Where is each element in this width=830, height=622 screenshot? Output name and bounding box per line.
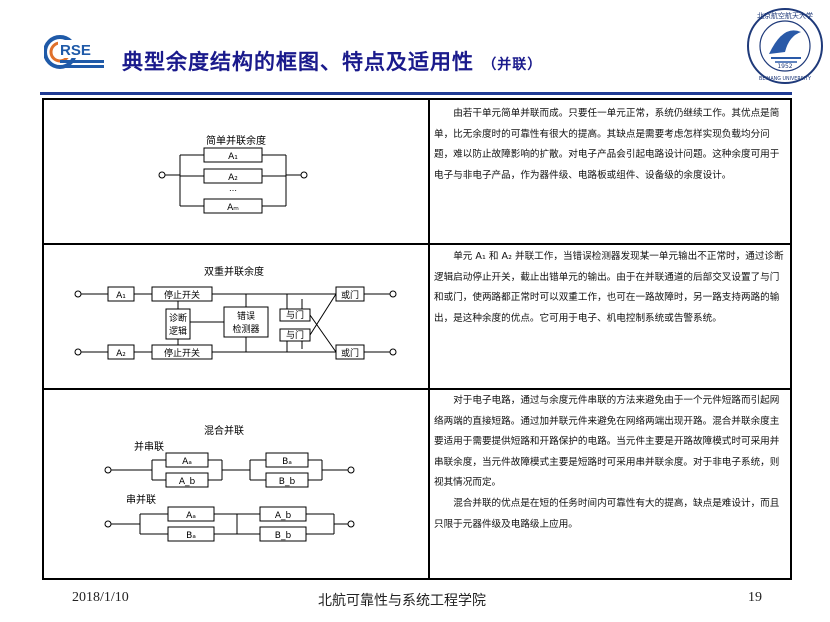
seal-en-text: BEIHANG UNIVERSITY (759, 76, 811, 82)
title-suffix: （并联） (482, 57, 543, 73)
diagram-title: 简单并联余度 (206, 134, 266, 147)
block-am: Aₘ (227, 203, 239, 213)
dual-parallel-description: 单元 A₁ 和 A₂ 并联工作，当错误检测器发现某一单元输出不正常时，通过诊断逻… (434, 247, 786, 329)
error-detector-line1: 错误 (237, 310, 255, 322)
row-divider-2 (44, 388, 790, 390)
seal-year: 1952 (777, 63, 792, 70)
parallel-series-label: 并串联 (134, 440, 164, 453)
slide-header: RSE 典型余度结构的框图、特点及适用性 （并联） 1952 北京航空航天大学 … (0, 0, 830, 100)
footer-date: 2018/1/10 (72, 590, 129, 605)
header-rule (40, 92, 792, 95)
slide-title: 典型余度结构的框图、特点及适用性 （并联） (122, 46, 542, 76)
hybrid-parallel-diagram: 混合并联 并串联 Aₐ A_b Bₐ B_b 串并联 (104, 424, 355, 542)
rse-logo-text: RSE (60, 42, 91, 59)
or-gate-top: 或门 (341, 289, 359, 301)
diagram-title: 混合并联 (204, 424, 244, 437)
block-ba-2: Bₐ (186, 531, 196, 541)
block-aa-2: Aₐ (186, 511, 196, 521)
dual-parallel-diagram: 双重并联余度 A₁ 停止开关 或门 A₂ 停止开关 或门 诊断 逻辑 (74, 265, 397, 360)
error-detector-line2: 检测器 (232, 323, 259, 335)
block-ba: Bₐ (282, 457, 292, 467)
description-paragraph-2: 混合并联的优点是在短的任务时间内可靠性有大的提高，缺点是难设计，而且只限于元器件… (434, 497, 780, 530)
block-a2: A₂ (116, 349, 126, 359)
block-ab-2: A_b (275, 511, 292, 521)
redundancy-table: 简单并联余度 A₁ A₂ … Aₘ 由若干单元简单并联而成。只要任一单元正常，系… (42, 98, 792, 580)
block-a2: A₂ (228, 173, 238, 183)
block-bb: B_b (279, 477, 296, 487)
block-bb-2: B_b (275, 531, 292, 541)
block-a1: A₁ (116, 291, 126, 301)
and-gate-bottom: 与门 (286, 329, 304, 341)
series-parallel-label: 串并联 (126, 493, 156, 506)
column-divider (428, 100, 430, 578)
or-gate-bottom: 或门 (341, 347, 359, 359)
block-ellipsis: … (229, 184, 237, 193)
diag-logic-line2: 逻辑 (169, 325, 187, 337)
university-seal-icon: 1952 北京航空航天大学 BEIHANG UNIVERSITY (747, 8, 823, 84)
footer-school: 北航可靠性与系统工程学院 (318, 594, 486, 609)
stop-switch-bottom: 停止开关 (164, 347, 200, 359)
block-a1: A₁ (228, 152, 238, 162)
description-text: 由若干单元简单并联而成。只要任一单元正常，系统仍继续工作。其优点是简单，比无余度… (434, 108, 780, 181)
footer-page-number: 19 (748, 590, 762, 605)
stop-switch-top: 停止开关 (164, 289, 200, 301)
block-aa: Aₐ (182, 457, 192, 467)
hybrid-parallel-description: 对于电子电路，通过与余度元件串联的方法来避免由于一个元件短路而引起网络两端的直接… (434, 391, 786, 535)
and-gate-top: 与门 (286, 309, 304, 321)
title-main: 典型余度结构的框图、特点及适用性 (122, 50, 474, 74)
description-paragraph-1: 对于电子电路，通过与余度元件串联的方法来避免由于一个元件短路而引起网络两端的直接… (434, 395, 780, 489)
row-divider-1 (44, 243, 790, 245)
block-ab: A_b (179, 477, 196, 487)
simple-parallel-diagram: 简单并联余度 A₁ A₂ … Aₘ (158, 134, 308, 214)
diag-logic-line1: 诊断 (169, 312, 187, 324)
description-text: 单元 A₁ 和 A₂ 并联工作，当错误检测器发现某一单元输出不正常时，通过诊断逻… (434, 251, 784, 324)
seal-cn-text: 北京航空航天大学 (757, 11, 813, 20)
simple-parallel-description: 由若干单元简单并联而成。只要任一单元正常，系统仍继续工作。其优点是简单，比无余度… (434, 104, 786, 186)
rse-logo-icon: RSE (44, 35, 106, 69)
diagram-title: 双重并联余度 (204, 265, 264, 278)
